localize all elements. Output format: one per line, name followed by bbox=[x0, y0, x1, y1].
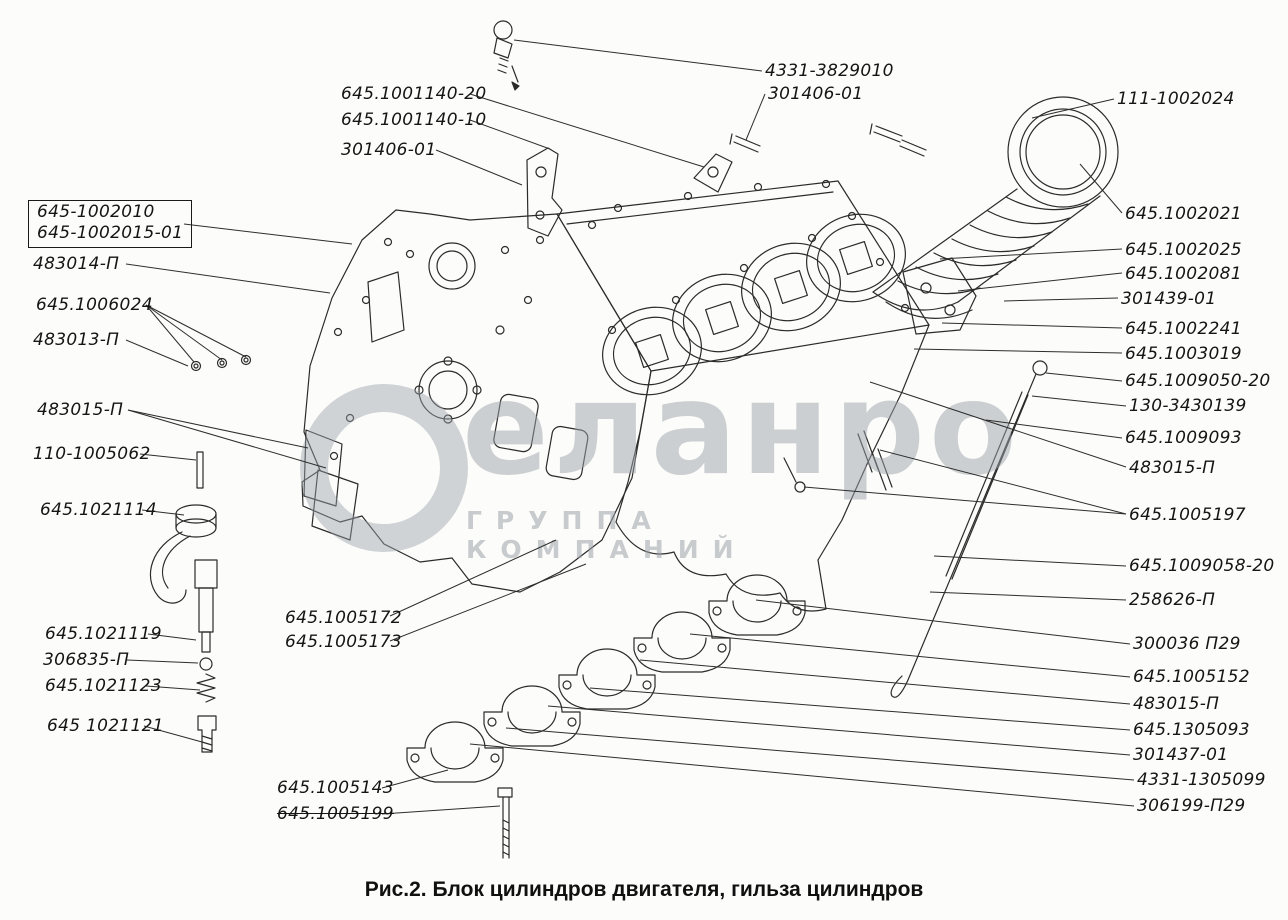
leader-line bbox=[143, 725, 203, 743]
leader-line bbox=[689, 633, 1131, 678]
leader-line bbox=[879, 449, 1127, 515]
leader-line bbox=[941, 322, 1123, 329]
leader-line bbox=[913, 348, 1123, 354]
part-label: 301406-01 bbox=[768, 84, 864, 104]
part-label: 645.1021119 bbox=[45, 624, 162, 644]
leader-line bbox=[381, 805, 501, 815]
part-label: 645.1002021 bbox=[1125, 204, 1242, 224]
part-label: 130-3430139 bbox=[1129, 396, 1247, 416]
part-label: 645.1006024 bbox=[36, 295, 153, 315]
part-label: 645 1021121 bbox=[47, 716, 164, 736]
part-label: 645.1003019 bbox=[1125, 344, 1242, 364]
leader-line bbox=[183, 223, 353, 245]
part-label: 483015-П bbox=[1129, 458, 1216, 478]
part-label: 258626-П bbox=[1129, 590, 1216, 610]
part-label: 301406-01 bbox=[341, 140, 437, 160]
leader-line bbox=[1031, 395, 1127, 407]
leader-line bbox=[381, 769, 449, 789]
leader-line bbox=[803, 486, 1127, 515]
leader-line bbox=[127, 409, 327, 469]
part-label: 301437-01 bbox=[1133, 745, 1229, 765]
part-label: 645.1021114 bbox=[40, 500, 157, 520]
leader-line bbox=[589, 687, 1131, 731]
leader-line bbox=[127, 409, 309, 449]
part-label: 645.1001140-10 bbox=[341, 110, 487, 130]
leader-line bbox=[513, 39, 763, 72]
part-label: 4331-3829010 bbox=[765, 61, 894, 81]
part-label: 645.1005173 bbox=[285, 632, 402, 652]
leader-line bbox=[141, 509, 185, 516]
leader-line bbox=[125, 659, 199, 664]
part-label: 645.1002241 bbox=[1125, 319, 1242, 339]
part-label: 645.1005143 bbox=[277, 778, 394, 798]
leader-line bbox=[1003, 297, 1119, 302]
part-label: 301439-01 bbox=[1121, 289, 1217, 309]
part-label: 645.1305093 bbox=[1133, 720, 1250, 740]
leader-line bbox=[125, 339, 189, 367]
part-label: 645.1005172 bbox=[285, 608, 402, 628]
part-label: 645.1021123 bbox=[45, 676, 162, 696]
leader-line bbox=[869, 381, 1127, 468]
part-label: 645.1005199 bbox=[277, 804, 394, 824]
part-label: 300036 П29 bbox=[1133, 634, 1241, 654]
part-label: 483014-П bbox=[33, 254, 120, 274]
leader-line bbox=[389, 563, 587, 642]
leader-line bbox=[145, 304, 195, 363]
leader-line bbox=[933, 555, 1127, 567]
leader-line bbox=[389, 539, 557, 617]
leader-line bbox=[139, 453, 197, 461]
leader-line bbox=[639, 659, 1131, 705]
leader-line bbox=[755, 599, 1131, 645]
leader-line bbox=[145, 685, 201, 691]
part-label: 645.1002081 bbox=[1125, 264, 1242, 284]
part-label: 110-1005062 bbox=[33, 444, 151, 464]
leader-line bbox=[469, 119, 551, 150]
part-label: 306835-П bbox=[43, 650, 130, 670]
leader-line bbox=[147, 633, 197, 641]
part-label: 306199-П29 bbox=[1137, 796, 1246, 816]
leader-line bbox=[547, 705, 1131, 756]
leader-line bbox=[505, 727, 1135, 781]
part-label: 645.1001140-20 bbox=[341, 84, 487, 104]
leader-line bbox=[1031, 98, 1115, 119]
figure-caption: Рис.2. Блок цилиндров двигателя, гильза … bbox=[364, 878, 924, 901]
leader-line bbox=[985, 419, 1123, 439]
part-label: 645.1009093 bbox=[1125, 428, 1242, 448]
leader-line bbox=[145, 304, 223, 361]
leader-line bbox=[435, 149, 523, 186]
leader-line bbox=[957, 272, 1123, 292]
part-label: 4331-1305099 bbox=[1137, 770, 1266, 790]
leader-line bbox=[1045, 372, 1123, 382]
part-label: 645.1005152 bbox=[1133, 667, 1250, 687]
part-label: 483013-П bbox=[33, 330, 120, 350]
leader-line bbox=[125, 263, 331, 294]
part-label: 645.1002025 bbox=[1125, 240, 1242, 260]
leader-line bbox=[939, 248, 1123, 260]
part-label: 483015-П bbox=[37, 400, 124, 420]
leader-line bbox=[745, 93, 766, 141]
leader-line bbox=[1079, 163, 1123, 214]
part-label: 645.1009050-20 bbox=[1125, 371, 1271, 391]
leader-line bbox=[469, 743, 1135, 807]
leader-line bbox=[145, 304, 247, 358]
part-label: 645.1009058-20 bbox=[1129, 556, 1275, 576]
part-label: 483015-П bbox=[1133, 694, 1220, 714]
part-label: 645.1005197 bbox=[1129, 505, 1246, 525]
leader-line bbox=[469, 93, 705, 168]
leader-line bbox=[929, 591, 1127, 601]
part-label: 111-1002024 bbox=[1117, 89, 1235, 109]
